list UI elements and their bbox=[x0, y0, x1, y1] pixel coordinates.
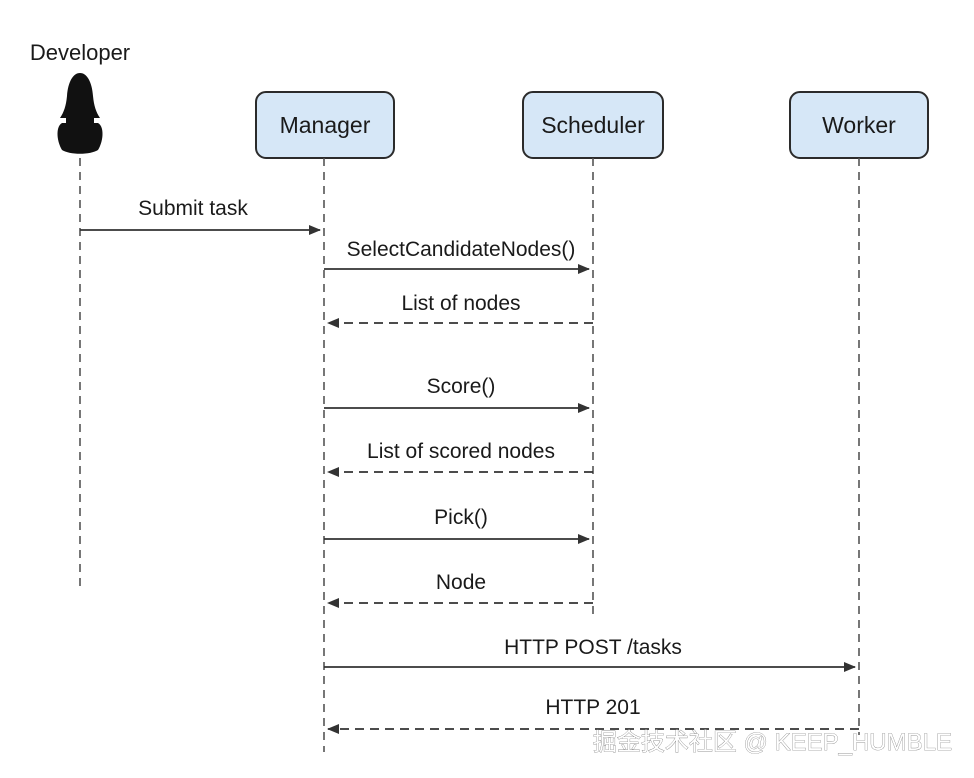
message-score: Score() bbox=[324, 375, 590, 413]
message-label: Score() bbox=[427, 375, 496, 398]
message-node: Node bbox=[327, 571, 593, 608]
message-label: List of nodes bbox=[401, 292, 520, 315]
participant-label-scheduler: Scheduler bbox=[541, 112, 645, 138]
message-label: HTTP POST /tasks bbox=[504, 636, 682, 659]
participant-worker: Worker bbox=[789, 91, 929, 159]
participant-label-manager: Manager bbox=[280, 112, 371, 138]
participant-manager: Manager bbox=[255, 91, 395, 159]
message-label: Node bbox=[436, 571, 486, 594]
message-label: SelectCandidateNodes() bbox=[347, 238, 576, 261]
participant-scheduler: Scheduler bbox=[522, 91, 664, 159]
message-http-201: HTTP 201 bbox=[327, 696, 859, 734]
actor-label: Developer bbox=[30, 40, 130, 65]
message-label: Submit task bbox=[138, 197, 248, 220]
message-label: HTTP 201 bbox=[545, 696, 640, 719]
actor-developer: Developer bbox=[30, 40, 130, 154]
participant-label-worker: Worker bbox=[822, 112, 896, 138]
message-label: List of scored nodes bbox=[367, 440, 555, 463]
message-http-post-tasks: HTTP POST /tasks bbox=[324, 636, 856, 672]
message-list-of-nodes: List of nodes bbox=[327, 292, 593, 328]
message-pick: Pick() bbox=[324, 506, 590, 544]
watermark-text: 掘金技术社区 @ KEEP_HUMBLE bbox=[593, 729, 952, 756]
message-label: Pick() bbox=[434, 506, 488, 529]
message-list-of-scored-nodes: List of scored nodes bbox=[327, 440, 593, 477]
message-select-candidate-nodes: SelectCandidateNodes() bbox=[324, 238, 590, 274]
message-submit-task: Submit task bbox=[80, 197, 321, 235]
person-silhouette-icon bbox=[57, 73, 103, 154]
